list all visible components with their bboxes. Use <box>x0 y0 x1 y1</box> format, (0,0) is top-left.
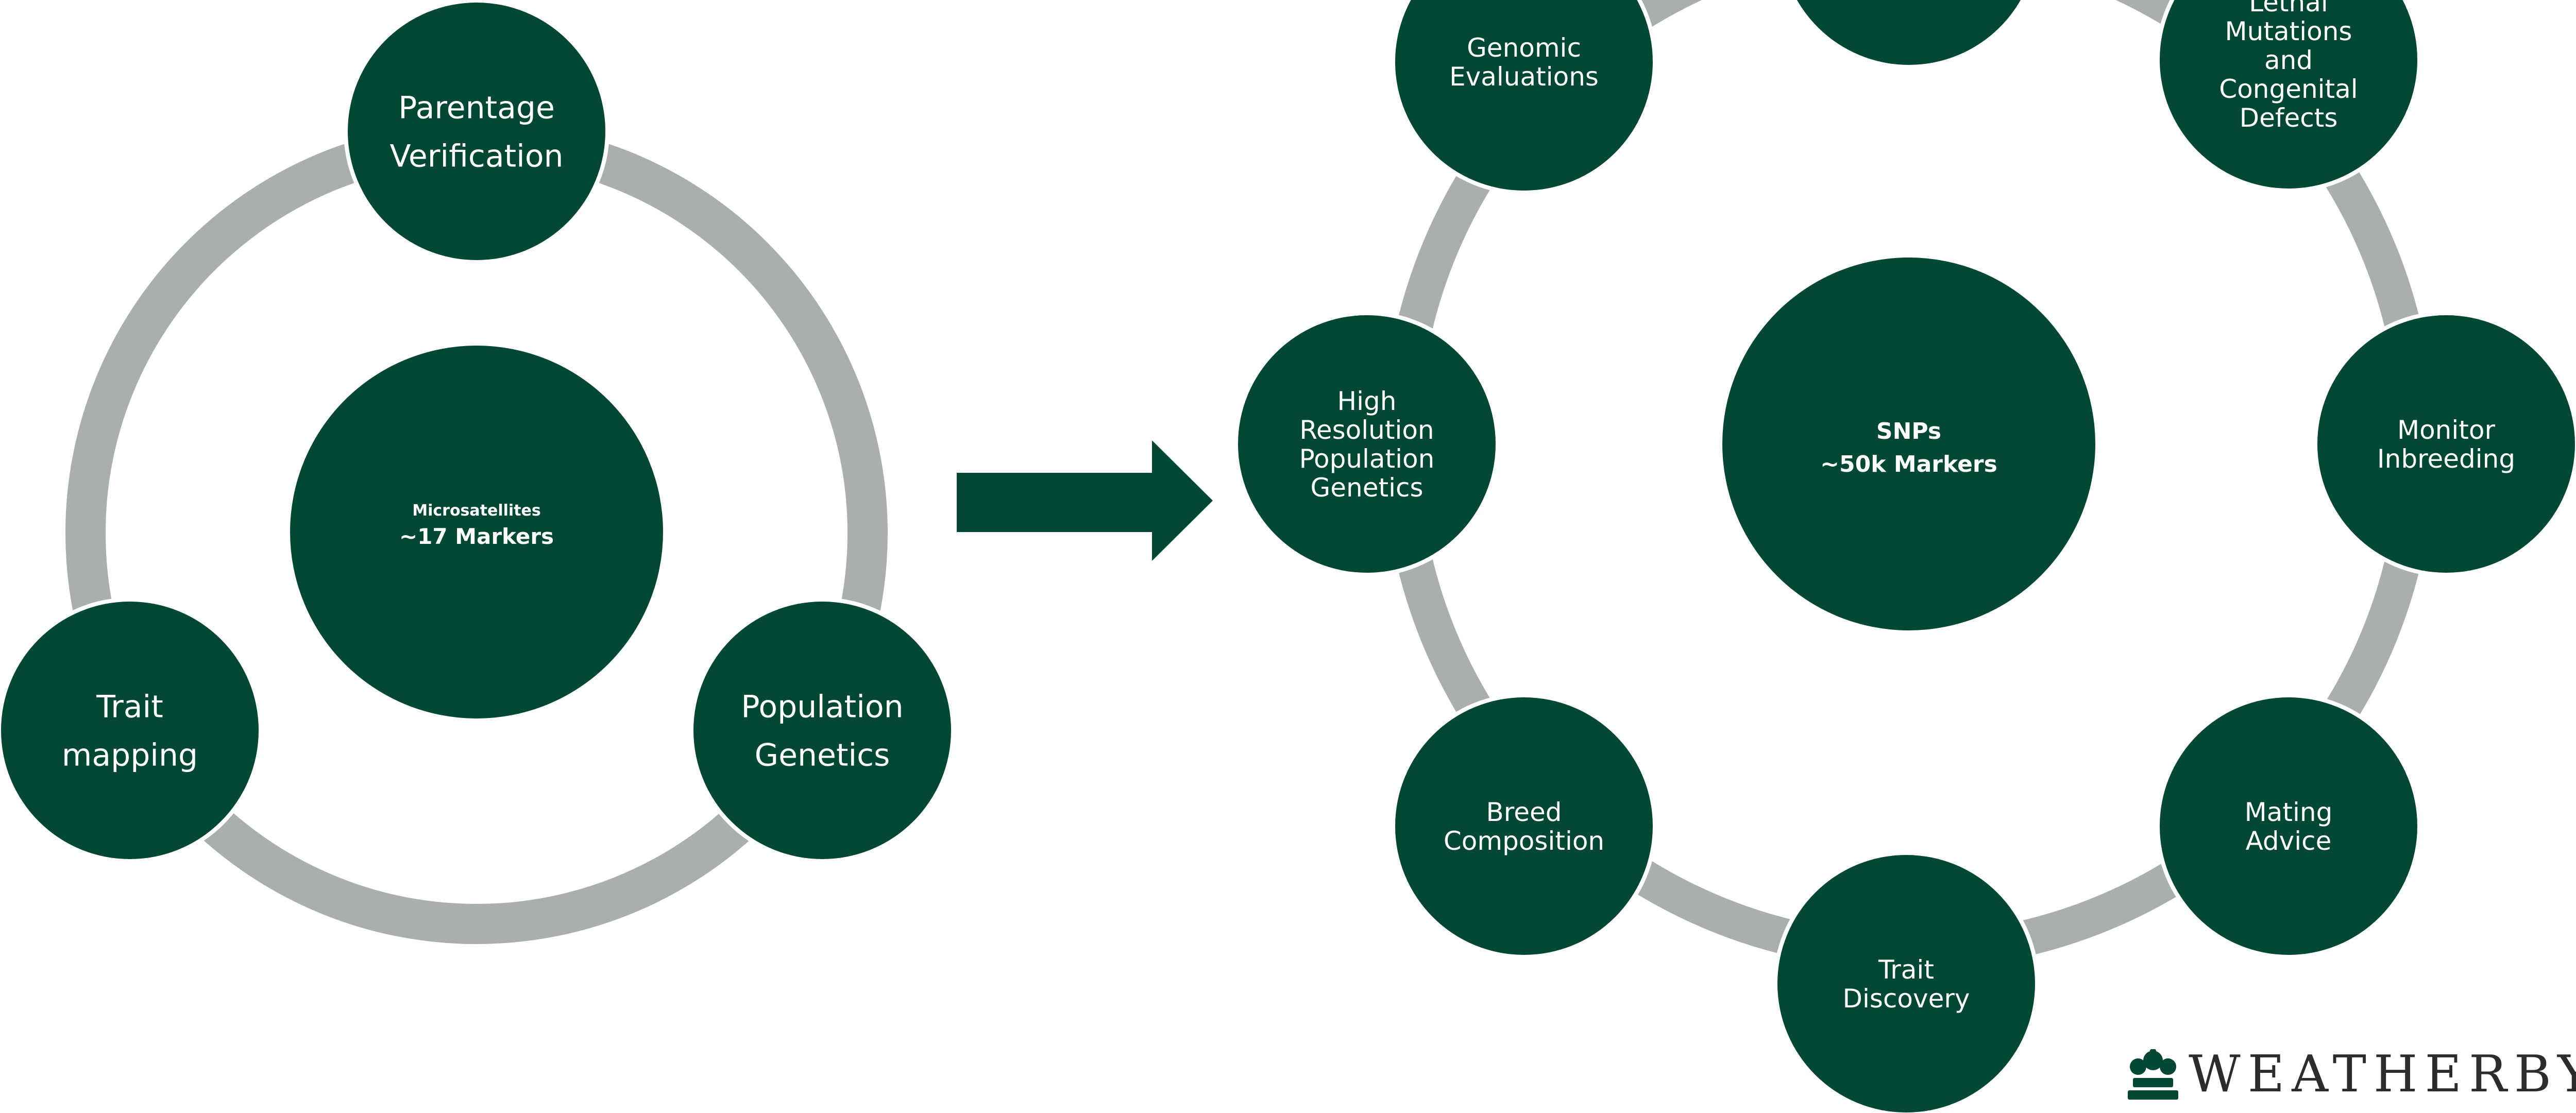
node-label-line: Genetics <box>1311 473 1423 503</box>
node-trait-mapping: Trait mapping <box>0 597 263 863</box>
node-label-line: Mating <box>2245 797 2333 827</box>
node-label-line: Advice <box>2246 826 2332 856</box>
node-label-line: Inbreeding <box>2377 444 2515 474</box>
node-disc <box>1238 315 1496 573</box>
node-label-line: Parentage <box>398 90 555 126</box>
node-label-line: Mutations <box>2225 16 2352 46</box>
hub-disc <box>1722 258 2095 630</box>
node-label-line: Verification <box>389 139 563 175</box>
node-label-line: Resolution <box>1299 415 1434 445</box>
node-label-line: SNPs <box>1876 418 1941 444</box>
node-label-line: mapping <box>62 738 198 774</box>
node-disc <box>1777 855 2035 1112</box>
node-label-line: Monitor <box>2397 415 2496 445</box>
node-label-line: Discovery <box>1842 984 1970 1014</box>
hub-circle-microsatellites: Microsatellites ~17 Markers <box>290 346 663 718</box>
microsatellites-diagram: Microsatellites ~17 Markers ParentageVerif… <box>0 0 955 944</box>
node-label-line: Defects <box>2240 103 2338 133</box>
node-label-line: Lethal <box>2249 0 2328 18</box>
snps-diagram: SNPs ~50k Markers LethalMutationsandCongen… <box>1234 0 2576 1113</box>
node-label-line: Population <box>1299 444 1435 474</box>
node-label-line: ~50k Markers <box>1820 451 1997 477</box>
node-disc <box>1 602 259 859</box>
node-disc <box>348 3 605 260</box>
node-label-line: Genomic <box>1467 33 1581 63</box>
hub-disc <box>290 346 663 718</box>
node-disc <box>1395 697 1653 955</box>
node-label-line: High <box>1337 386 1397 416</box>
crown-crest-icon <box>2128 1049 2178 1100</box>
node-label-line: and <box>2264 45 2313 75</box>
right-arrow-icon <box>957 440 1213 561</box>
node-label-line: Trait <box>96 689 163 725</box>
node-disc <box>693 602 951 859</box>
node-label-line: Composition <box>1444 826 1604 856</box>
node-disc <box>1797 0 2021 65</box>
node-label-line: Population <box>741 689 903 725</box>
node-label-line: Breed <box>1486 797 1562 827</box>
node-disc <box>2317 315 2575 573</box>
node-disc <box>1395 0 1653 191</box>
node-label-line: Trait <box>1878 955 1934 985</box>
brand-wordmark: WEATHERBYS <box>2189 1045 2576 1104</box>
node-top <box>1792 0 2026 69</box>
hub-circle-snps: SNPs ~50k Markers <box>1722 258 2095 630</box>
hub-label-line: ~17 Markers <box>399 524 554 549</box>
node-label-line: Genetics <box>755 738 890 774</box>
hub-label-line: Microsatellites <box>412 502 541 520</box>
node-disc <box>2160 697 2417 955</box>
node-label-line: Congenital <box>2219 74 2358 104</box>
node-label-line: Evaluations <box>1449 62 1599 92</box>
node-disc <box>2160 0 2417 189</box>
